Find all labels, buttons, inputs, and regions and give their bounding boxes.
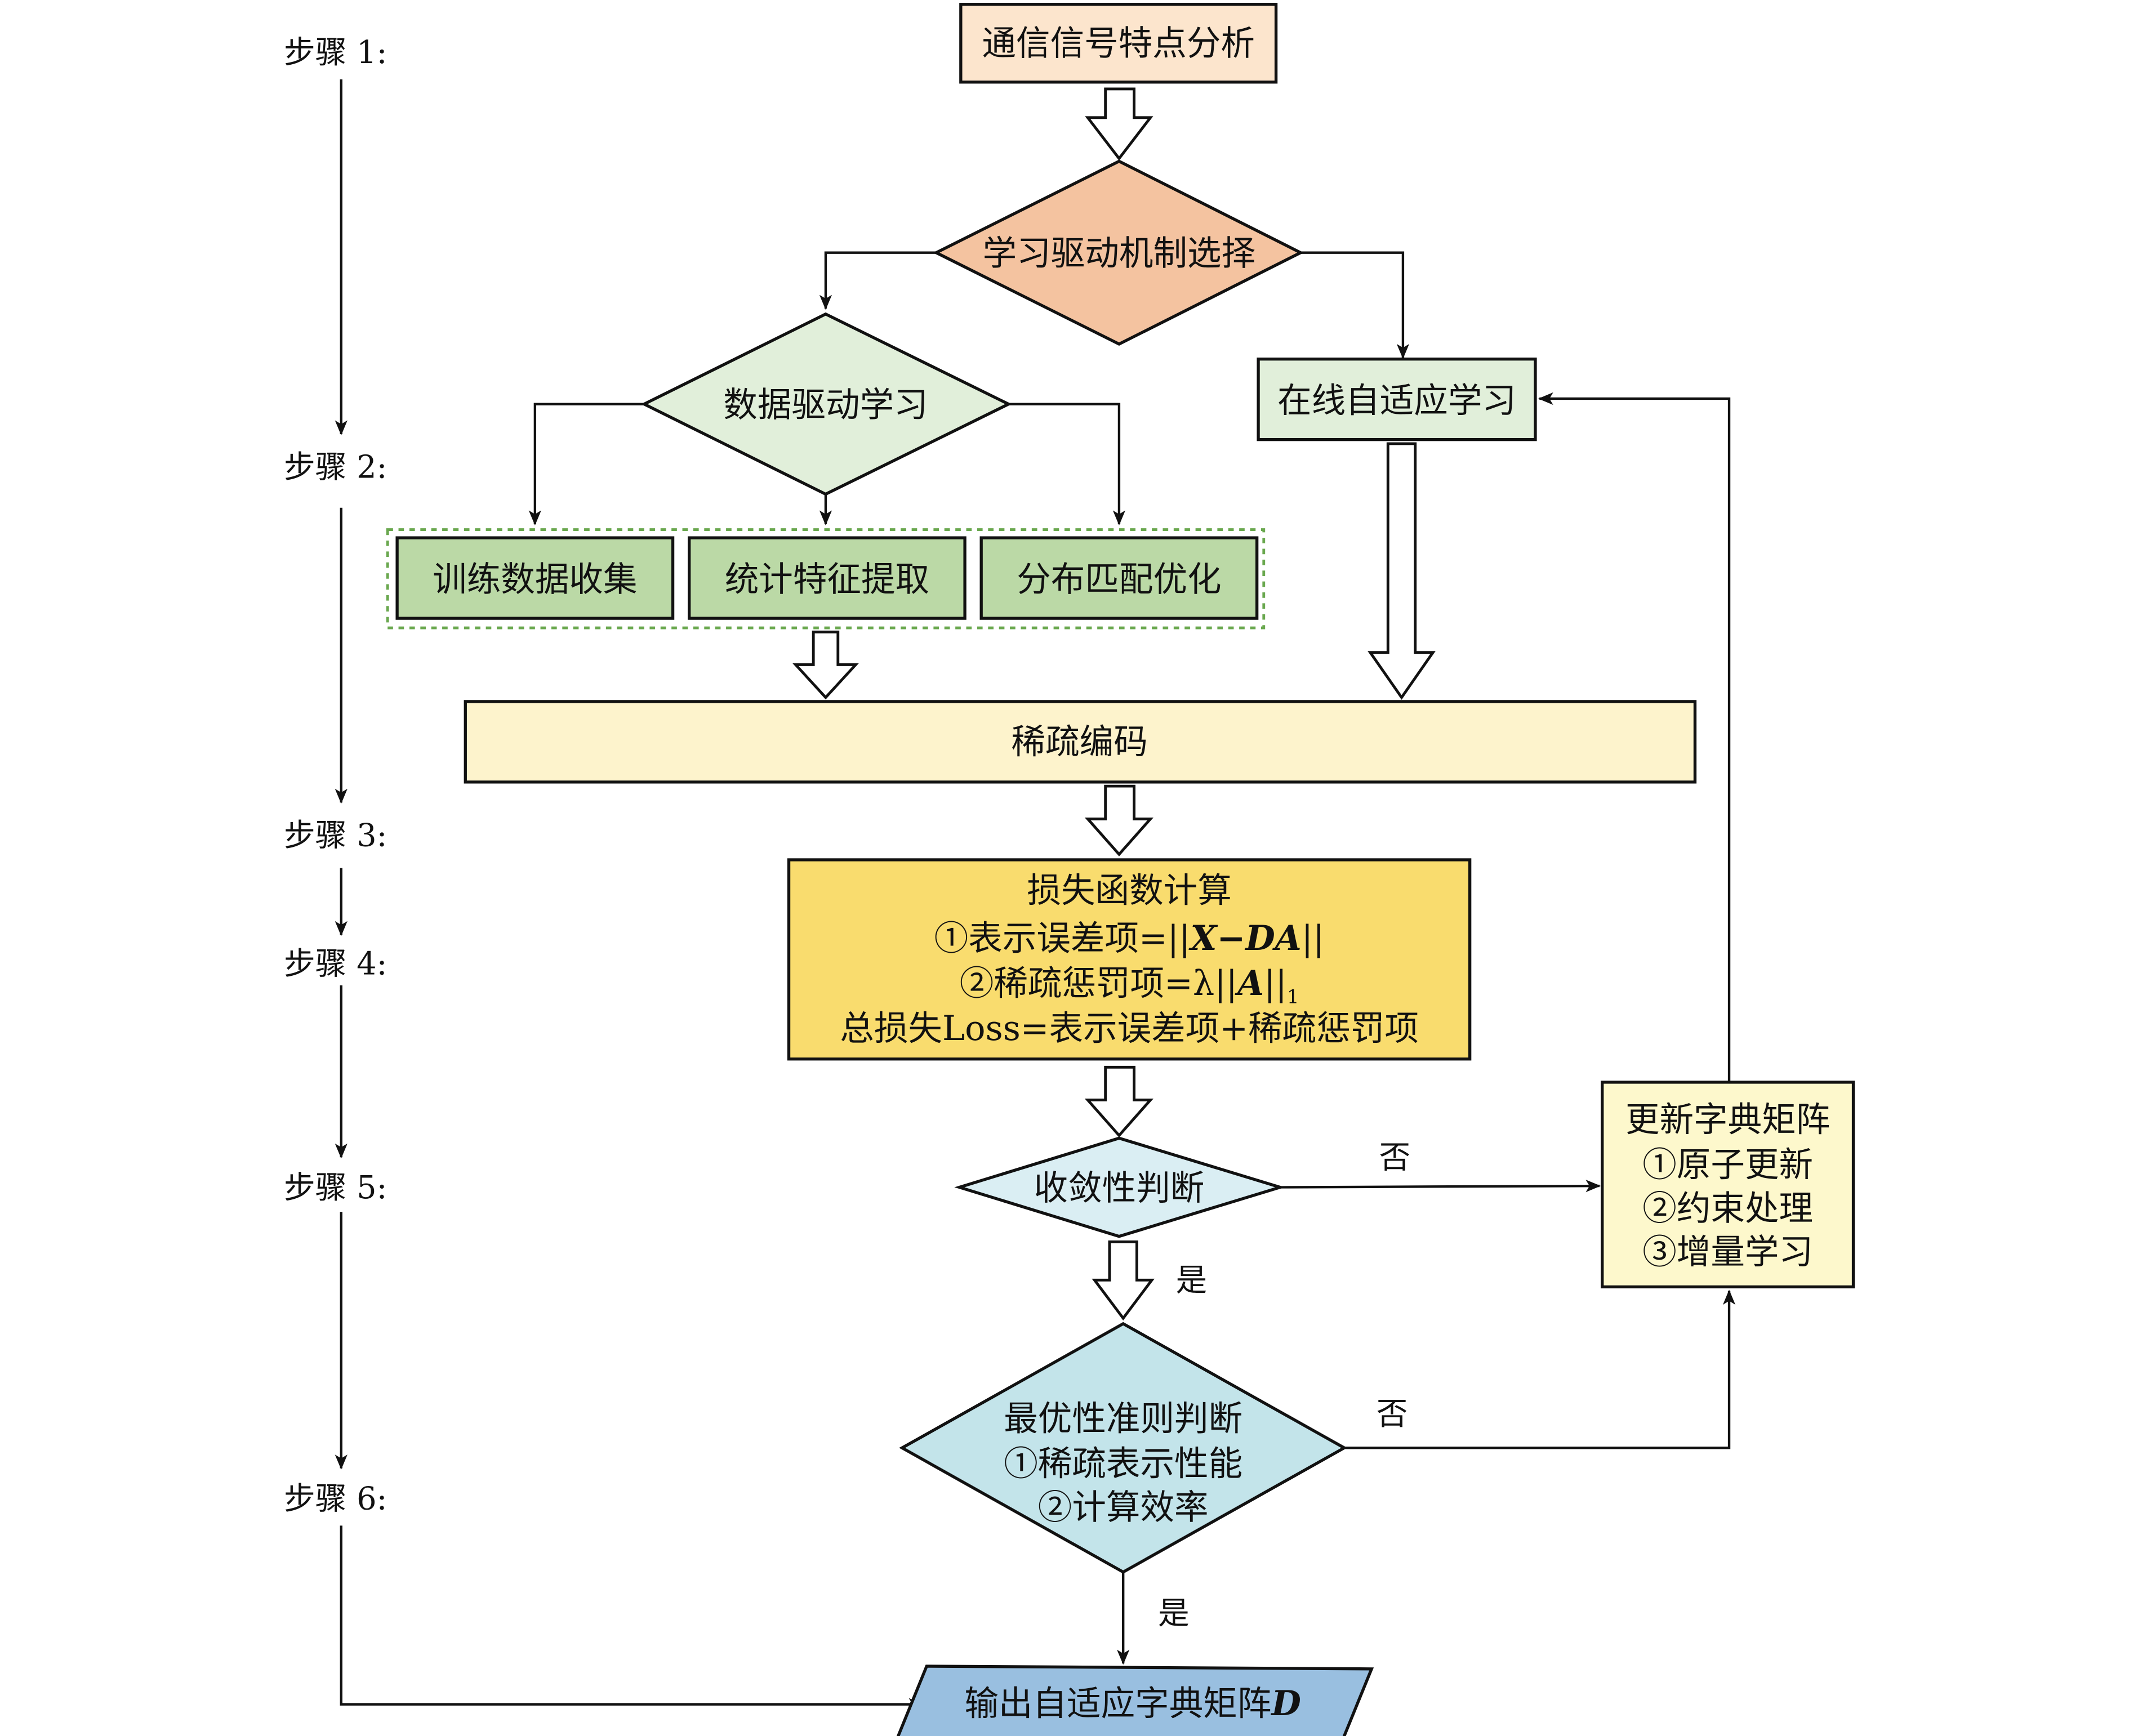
output-label: 输出自适应字典矩阵D [964, 1684, 1301, 1724]
node-sparse-coding: 稀疏编码 [464, 700, 1697, 784]
loss-function-box [787, 858, 1472, 1061]
data-driven-label: 数据驱动学习 [723, 385, 928, 425]
node-signal-analysis: 通信信号特点分析 [959, 3, 1278, 84]
update-dict-incremental: ③增量学习 [1642, 1233, 1813, 1272]
online-adaptive-label: 在线自适应学习 [1277, 381, 1516, 421]
step-label-3: 步骤 3: [284, 818, 387, 854]
signal-analysis-box [959, 3, 1278, 84]
node-mechanism-select: 学习驱动机制选择 [933, 159, 1304, 346]
convergence-no-label: 否 [1379, 1140, 1411, 1176]
step-label-1: 步骤 1: [284, 34, 387, 71]
loss-sparse-penalty: ②稀疏惩罚项=λ||A||1 [960, 963, 1299, 1008]
signal-analysis-label: 通信信号特点分析 [982, 24, 1255, 63]
fat-arrow-loss-to-convergence [1084, 1065, 1154, 1138]
optimality-yes-label: 是 [1158, 1595, 1190, 1632]
node-update-dictionary: 更新字典矩阵 ①原子更新 ②约束处理 ③增量学习 [1601, 1081, 1855, 1289]
loss-total: 总损失Loss=表示误差项+稀疏惩罚项 [840, 1009, 1419, 1048]
task-box-collect [395, 536, 675, 620]
data-driven-task-group: 训练数据收集 统计特征提取 分布匹配优化 [386, 528, 1266, 630]
step-label-4: 步骤 4: [284, 946, 387, 983]
task-box-extract [687, 536, 966, 620]
task-label-extract: 统计特征提取 [725, 560, 929, 600]
edge-mechanism-to-data-driven [819, 251, 937, 310]
output-parallelogram [896, 1664, 1374, 1736]
node-loss-function: 损失函数计算 ①表示误差项=||X−DA|| ②稀疏惩罚项=λ||A||1 总损… [787, 858, 1472, 1061]
edge-update-to-online [1538, 392, 1731, 1082]
edge-data-driven-to-optimize [1008, 403, 1126, 526]
online-adaptive-box [1257, 358, 1537, 441]
optimality-title: 最优性准则判断 [1004, 1399, 1242, 1439]
edge-data-driven-to-collect [528, 403, 644, 526]
sparse-coding-box [464, 700, 1697, 784]
step-timeline: 步骤 1: 步骤 2: 步骤 3: 步骤 4: 步骤 5: 步骤 6: [284, 34, 924, 1711]
node-data-driven: 数据驱动学习 [640, 312, 1012, 496]
optimality-no-label: 否 [1377, 1396, 1408, 1432]
optimality-sparse-perf: ①稀疏表示性能 [1004, 1444, 1242, 1484]
fat-arrow-signal-to-mechanism [1085, 87, 1153, 161]
update-dictionary-box [1601, 1081, 1855, 1289]
node-output: 输出自适应字典矩阵D [896, 1664, 1374, 1736]
edge-convergence-no [1280, 1180, 1601, 1193]
fat-arrow-sparse-to-loss [1084, 784, 1154, 856]
fat-arrow-online-to-sparse [1368, 442, 1436, 700]
convergence-diamond [954, 1136, 1285, 1238]
update-dict-atom: ①原子更新 [1642, 1145, 1813, 1185]
step-label-6: 步骤 6: [284, 1480, 387, 1517]
step-label-5: 步骤 5: [284, 1170, 387, 1206]
convergence-yes-label: 是 [1175, 1262, 1207, 1299]
loss-title: 损失函数计算 [1027, 871, 1231, 911]
edge-optimality-no [1344, 1289, 1736, 1449]
mechanism-select-label: 学习驱动机制选择 [983, 234, 1256, 273]
mechanism-select-diamond [933, 159, 1304, 346]
fat-arrow-group-to-sparse [792, 630, 859, 700]
task-label-collect: 训练数据收集 [433, 560, 637, 600]
node-convergence: 收敛性判断 [954, 1136, 1285, 1238]
optimality-efficiency: ②计算效率 [1038, 1488, 1209, 1527]
loss-representation-error: ①表示误差项=||X−DA|| [934, 918, 1325, 958]
fat-arrow-convergence-yes [1092, 1240, 1155, 1321]
sparse-coding-label: 稀疏编码 [1012, 722, 1148, 762]
task-label-optimize: 分布匹配优化 [1017, 560, 1221, 600]
update-dict-title: 更新字典矩阵 [1625, 1100, 1830, 1140]
node-optimality: 最优性准则判断 ①稀疏表示性能 ②计算效率 [899, 1322, 1348, 1574]
task-box-optimize [979, 536, 1259, 620]
timeline-arrow-6-output [340, 1525, 924, 1711]
node-online-adaptive: 在线自适应学习 [1257, 358, 1537, 441]
update-dict-constraint: ②约束处理 [1642, 1189, 1813, 1229]
convergence-label: 收敛性判断 [1034, 1168, 1205, 1208]
step-label-2: 步骤 2: [284, 449, 387, 486]
edge-mechanism-to-online [1300, 251, 1410, 359]
